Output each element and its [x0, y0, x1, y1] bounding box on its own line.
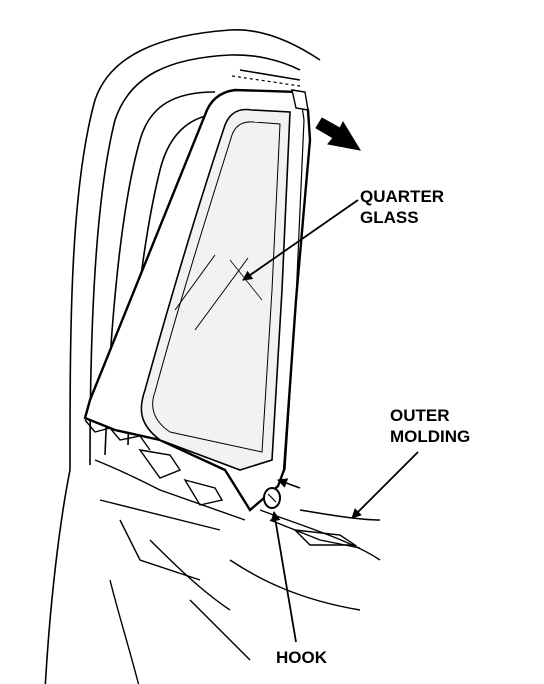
- hook: [263, 487, 281, 509]
- outer-molding-label-line2: MOLDING: [390, 427, 471, 446]
- outer-molding-leader: [351, 451, 419, 519]
- quarter-glass-label: QUARTER GLASS: [360, 186, 444, 228]
- quarter-glass-panel: [83, 75, 312, 512]
- quarter-glass-label-line1: QUARTER: [360, 187, 445, 206]
- hook-label: HOOK: [276, 648, 327, 667]
- outer-molding-label-line1: OUTER: [390, 406, 450, 425]
- quarter-glass-leader: [242, 199, 359, 281]
- removal-direction-arrow: [315, 117, 362, 151]
- outer-molding-label: OUTER MOLDING: [390, 405, 470, 447]
- hook-leader: [270, 511, 297, 643]
- hook-slide-arrow: [277, 478, 301, 489]
- quarter-glass-label-line2: GLASS: [360, 208, 419, 227]
- lower-body-details: [84, 419, 381, 684]
